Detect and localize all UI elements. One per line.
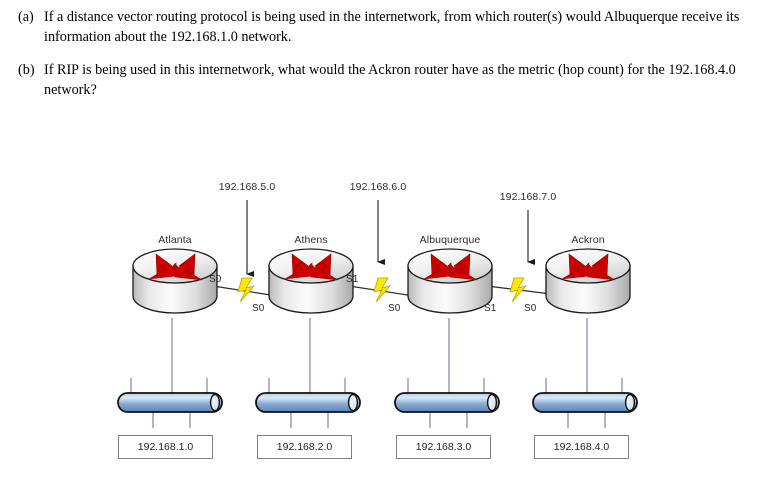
router-label-albuquerque: Albuquerque	[419, 234, 481, 246]
lan-network-box-4: 192.168.4.0	[534, 435, 629, 459]
wan-network-label-2: 192.168.6.0	[349, 181, 407, 193]
lan-network-box-2: 192.168.2.0	[257, 435, 352, 459]
question-list: (a) If a distance vector routing protoco…	[0, 0, 763, 114]
lan-segment-1[interactable]	[117, 378, 223, 428]
lan-drop-lines	[171, 318, 588, 393]
router-atlanta[interactable]	[132, 248, 218, 314]
router-athens[interactable]	[268, 248, 354, 314]
router-arrows-icon	[284, 253, 339, 281]
interface-label-ackron-s0: S0	[524, 303, 537, 314]
question-a-label: (a)	[18, 9, 34, 25]
lan-segment-3[interactable]	[394, 378, 500, 428]
network-topology-diagram: 192.168.5.0 192.168.6.0 192.168.7.0 Atla…	[0, 150, 763, 486]
interface-label-atlanta-s0: S0	[209, 274, 222, 285]
router-label-atlanta: Atlanta	[158, 234, 192, 246]
lightning-bolt-icon	[237, 277, 256, 303]
lan-segment-4[interactable]	[532, 378, 638, 428]
router-label-ackron: Ackron	[571, 234, 605, 246]
router-ackron[interactable]	[545, 248, 631, 314]
lightning-bolt-icon	[509, 277, 528, 303]
router-label-athens: Athens	[294, 234, 328, 246]
router-arrows-icon	[148, 253, 203, 281]
serial-links	[212, 277, 552, 303]
interface-label-athens-s0: S0	[252, 303, 265, 314]
router-albuquerque[interactable]	[407, 248, 493, 314]
router-arrows-icon	[561, 253, 616, 281]
wan-network-label-3: 192.168.7.0	[499, 191, 557, 203]
question-a-text: If a distance vector routing protocol is…	[44, 9, 740, 45]
interface-label-athens-s1: S1	[346, 274, 359, 285]
question-b-label: (b)	[18, 62, 35, 79]
lightning-bolt-icon	[373, 277, 392, 303]
lan-network-box-1: 192.168.1.0	[118, 435, 213, 459]
lan-segment-2[interactable]	[255, 378, 361, 428]
interface-label-albuquerque-s0: S0	[388, 303, 401, 314]
wan-network-label-1: 192.168.5.0	[218, 181, 276, 193]
lan-network-box-3: 192.168.3.0	[396, 435, 491, 459]
interface-label-albuquerque-s1: S1	[484, 303, 497, 314]
topology-svg	[117, 200, 638, 428]
wan-pointer-arrows	[246, 200, 535, 277]
question-item-b: (b) If RIP is being used in this interne…	[10, 61, 753, 100]
question-b-text: If RIP is being used in this internetwor…	[44, 62, 736, 98]
question-item-a: (a) If a distance vector routing protoco…	[10, 8, 753, 47]
router-arrows-icon	[423, 253, 478, 281]
